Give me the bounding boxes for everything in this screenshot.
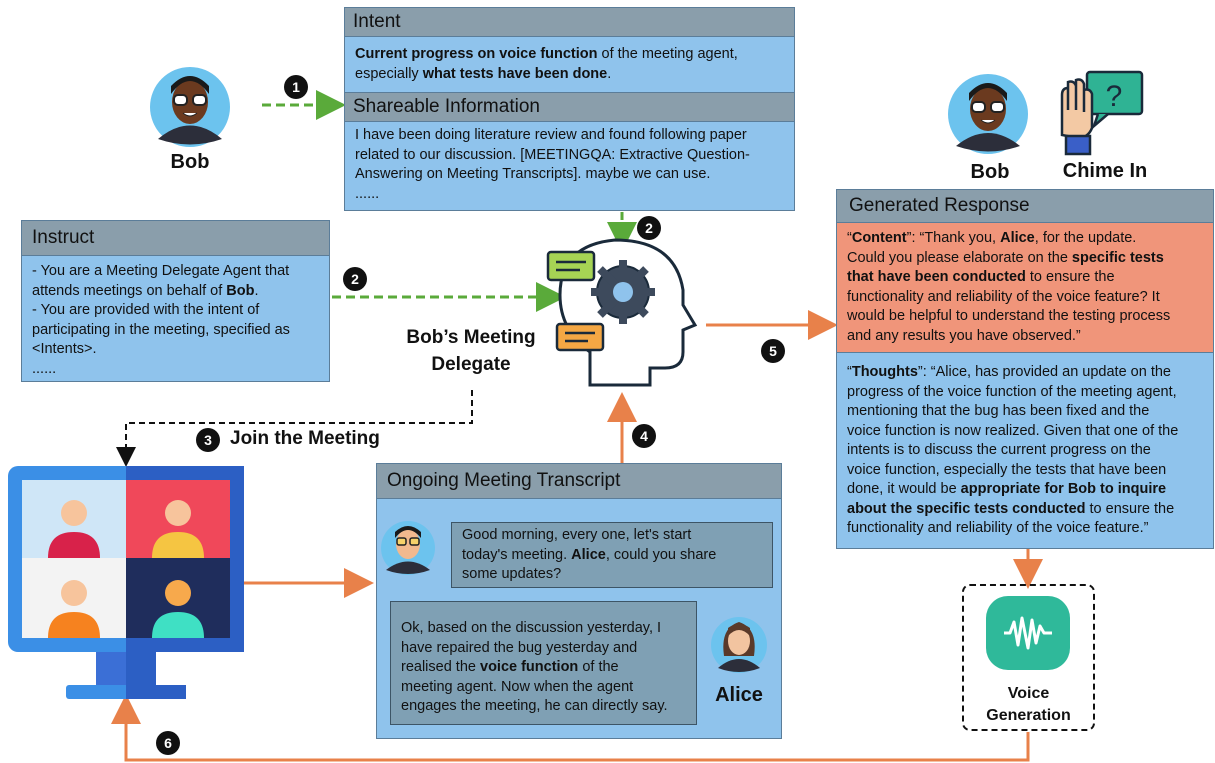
intent-panel: Intent Current progress on voice functio…	[344, 7, 795, 93]
intent-title: Intent	[345, 8, 794, 37]
shareable-title: Shareable Information	[345, 93, 794, 122]
step-3-badge: 3	[196, 428, 220, 452]
instruct-line: <Intents>.	[32, 341, 97, 357]
instruct-panel: Instruct - You are a Meeting Delegate Ag…	[21, 220, 330, 382]
shareable-line: related to our discussion. [MEETINGQA: E…	[355, 146, 750, 163]
step-1-badge: 1	[284, 75, 308, 99]
shareable-line: I have been doing literature review and …	[355, 127, 747, 143]
response-title: Generated Response	[837, 190, 1213, 223]
response-content: “Content”: “Thank you, Alice, for the up…	[837, 223, 1213, 353]
arrow-voice-to-monitor	[111, 694, 1030, 762]
delegate-label: Bob’s Meeting Delegate	[396, 324, 546, 378]
alice-label: Alice	[715, 684, 763, 706]
instruct-line: - You are a Meeting Delegate Agent that	[32, 263, 290, 279]
step-2-badge: 2	[343, 267, 367, 291]
intent-body: Current progress on voice function of th…	[345, 37, 794, 90]
step-4-badge: 4	[632, 424, 656, 448]
shareable-body: I have been doing literature review and …	[345, 122, 794, 210]
response-thoughts: “Thoughts”: “Alice, has provided an upda…	[847, 364, 1179, 536]
intent-text1: of the meeting agent,	[597, 46, 738, 62]
step-2-badge: 2	[637, 216, 661, 240]
intent-bold2: what tests have been done	[422, 65, 608, 82]
voice-label-line2: Generation	[986, 707, 1071, 724]
instruct-body: - You are a Meeting Delegate Agent that …	[22, 256, 329, 385]
chime-in-label: Chime In	[1062, 160, 1148, 182]
instruct-line: - You are provided with the intent of	[32, 302, 260, 318]
shareable-panel: Shareable Information I have been doing …	[344, 92, 795, 211]
response-panel: Generated Response “Content”: “Thank you…	[836, 189, 1214, 549]
bob-label-right: Bob	[970, 161, 1010, 183]
svg-text:?: ?	[1106, 80, 1123, 113]
voice-generation-label: Voice Generation	[962, 683, 1095, 727]
instruct-title: Instruct	[22, 221, 329, 256]
intent-bold1: Current progress on voice function	[355, 46, 598, 62]
join-meeting-label: Join the Meeting	[230, 428, 380, 449]
delegate-label-line1: Bob’s Meeting	[406, 327, 536, 348]
instruct-line: attends meetings on behalf of Bob.	[32, 282, 259, 299]
bob-label-left: Bob	[170, 151, 210, 173]
voice-generation-box	[962, 584, 1095, 731]
instruct-line: participating in the meeting, specified …	[32, 321, 290, 338]
step-6-badge: 6	[156, 731, 180, 755]
intent-text3: .	[607, 65, 612, 82]
arrow-join-meeting	[116, 390, 473, 467]
shareable-line: Answering on Meeting Transcripts]. maybe…	[355, 166, 711, 182]
step-5-badge: 5	[761, 339, 785, 363]
voice-label-line1: Voice	[1007, 685, 1050, 702]
transcript-title: Ongoing Meeting Transcript	[377, 464, 781, 499]
intent-text2: especially	[355, 65, 423, 82]
bob-message-bubble: Good morning, every one, let's start tod…	[451, 522, 773, 588]
alice-message-bubble: Ok, based on the discussion yesterday, I…	[390, 601, 697, 725]
instruct-line: ......	[32, 360, 57, 377]
shareable-line: ......	[355, 185, 380, 202]
delegate-label-line2: Delegate	[431, 354, 511, 375]
